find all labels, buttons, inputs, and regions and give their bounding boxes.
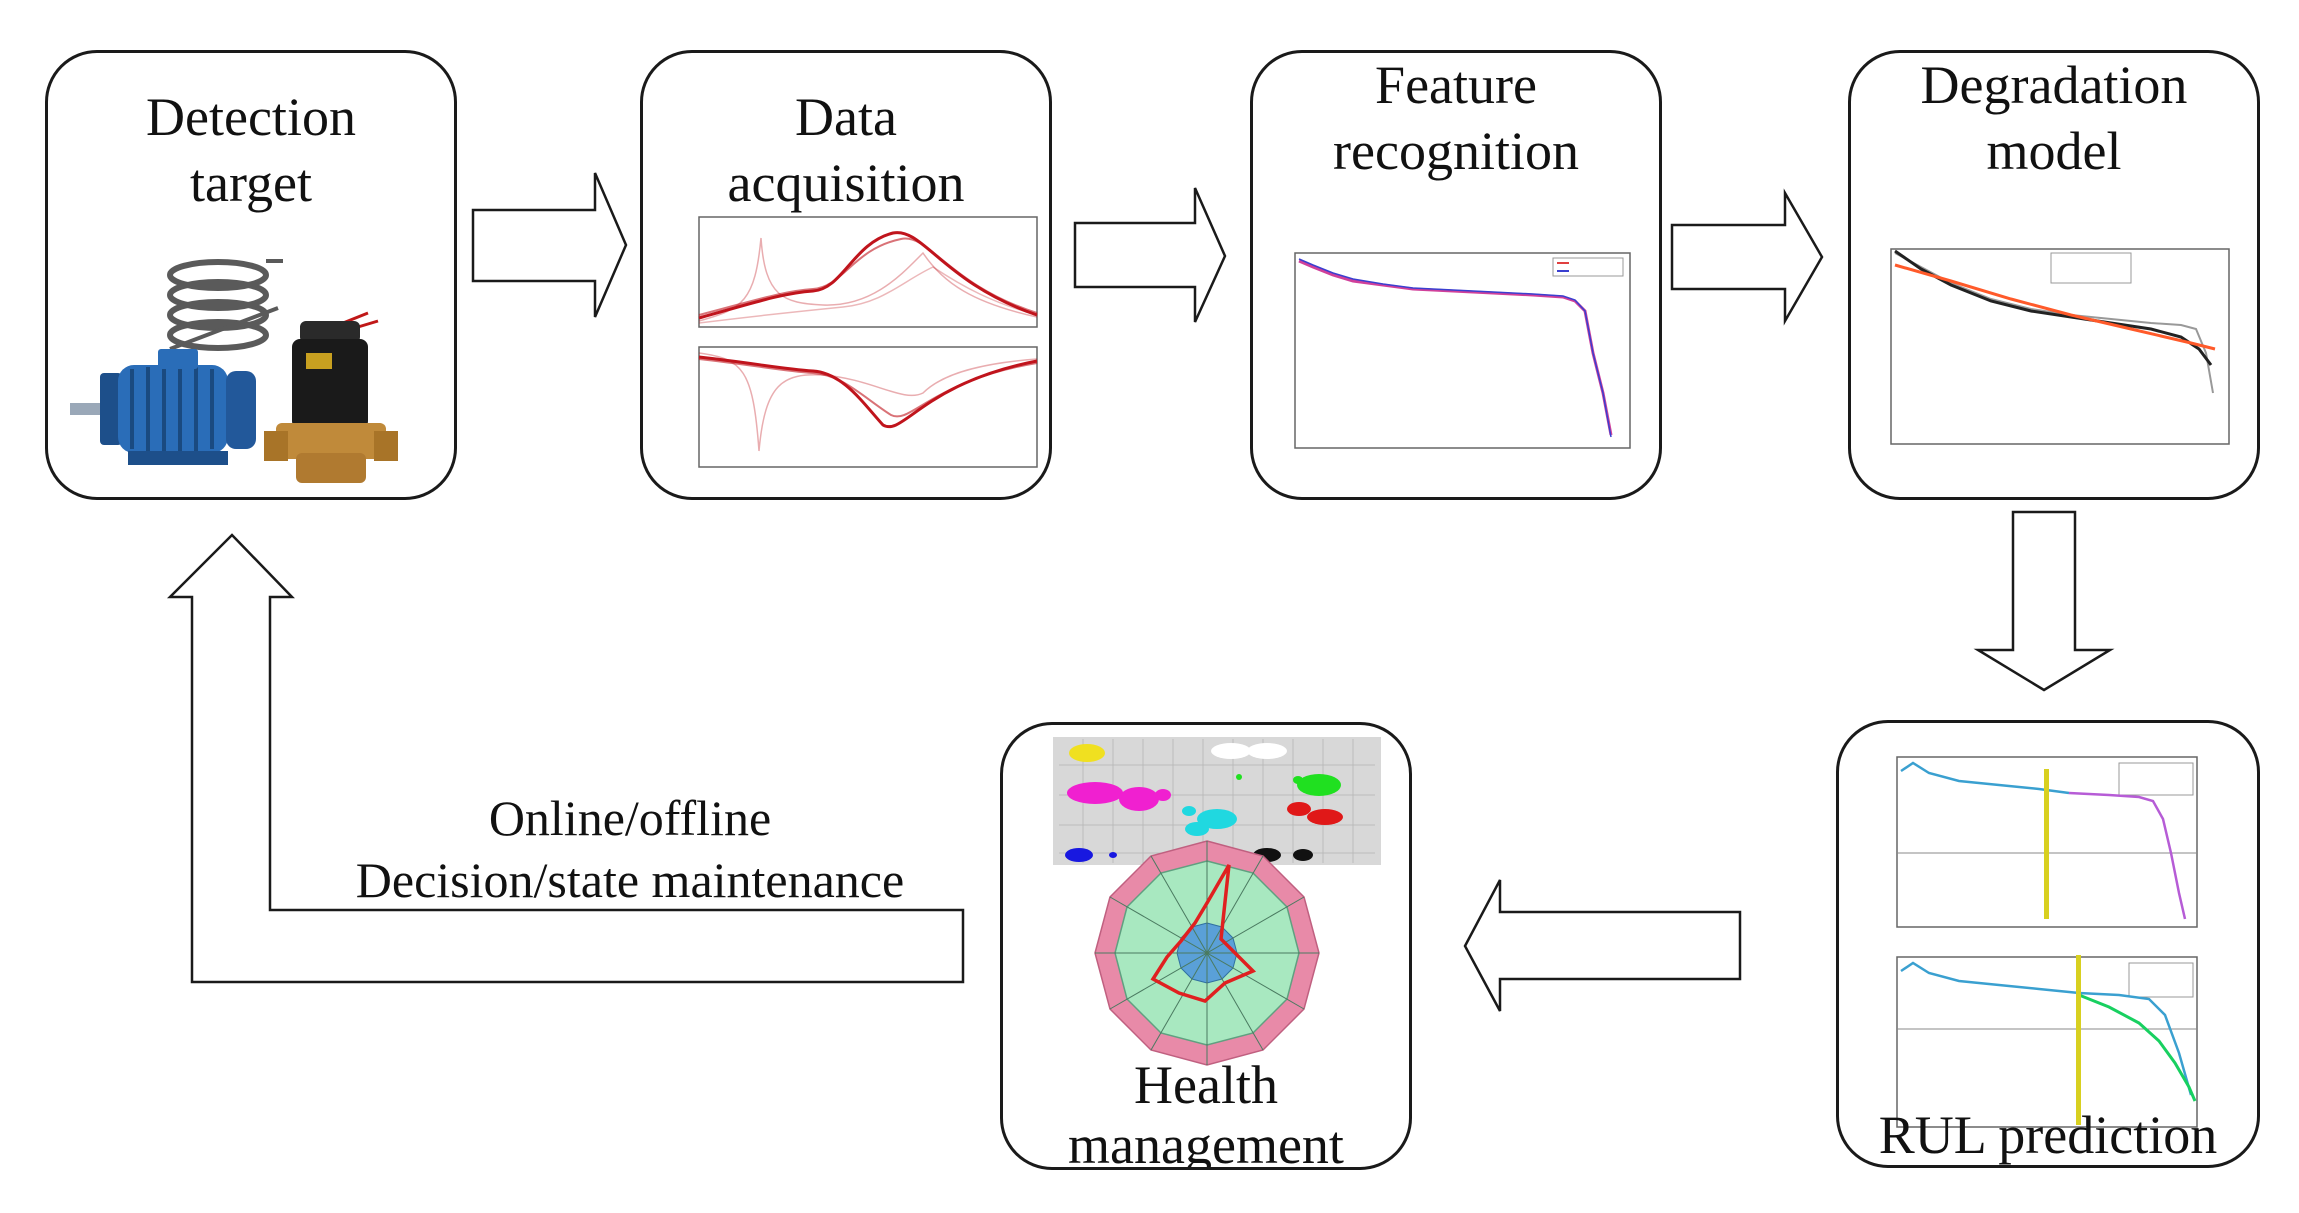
box-title-line1: Health: [1134, 1055, 1278, 1115]
box-title: RUL prediction: [1878, 1105, 2218, 1165]
rul-predicted-curve-top: [2068, 791, 2187, 920]
impedance-curves-lower: [698, 352, 1038, 452]
box-title-line2: recognition: [1333, 121, 1579, 181]
feedback-label-line2: Decision/state maintenance: [355, 852, 905, 908]
arrow-rul-to-health: [1463, 879, 1742, 1012]
rul-health-curve-bottom: [1900, 961, 2193, 1096]
som-map: [1053, 737, 1381, 865]
box-feature-recognition: Feature recognition: [1250, 50, 1662, 500]
plot-axes-top: [1896, 756, 2198, 928]
box-title-line1: Detection: [146, 87, 356, 147]
coil-spring-icon: [167, 259, 283, 351]
box-degradation-model: Degradation model: [1848, 50, 2260, 500]
health-index-denoised: [1298, 258, 1612, 438]
feedback-label-line1: Online/offline: [488, 790, 772, 846]
box-title-line1: Degradation: [1920, 55, 2188, 115]
rul-health-curve-top: [1900, 761, 2070, 795]
rul-prediction-marker-bottom: [2076, 955, 2081, 1125]
health-index-curve: [1298, 259, 1613, 436]
box-title-line1: Data: [795, 87, 897, 147]
box-title-line2: model: [1986, 121, 2122, 181]
plot-axes-top: [698, 216, 1038, 328]
plot-axes: [1890, 248, 2230, 445]
plot-legend-bottom: [2128, 962, 2194, 998]
health-visuals: [1053, 737, 1381, 1066]
box-title-line2: target: [190, 153, 312, 213]
solenoid-valve-icon: [264, 311, 398, 483]
arrow-degradation-to-rul: [1973, 510, 2115, 692]
impedance-curves: [698, 231, 1038, 324]
box-data-acquisition: Data acquisition: [640, 50, 1052, 500]
health-index-plot: [1294, 252, 1631, 449]
plot-axes: [1294, 252, 1631, 449]
degradation-fit-plot: [1890, 248, 2230, 445]
plot-axes-bottom: [1896, 956, 2198, 1128]
arrow-acquisition-to-feature: [1073, 187, 1227, 323]
plot-axes-bottom: [698, 346, 1038, 468]
plot-legend: [1552, 257, 1624, 277]
box-detection-target: Detection target: [45, 50, 457, 500]
radar-status-polygon: [1150, 864, 1257, 1003]
plot-legend-top: [2118, 762, 2194, 796]
equipment-illustration: [70, 259, 398, 483]
degradation-fit-orange: [1894, 263, 2216, 351]
rul-prediction-marker-top: [2044, 769, 2049, 919]
box-title-line2: management: [1068, 1115, 1344, 1170]
arrow-detection-to-acquisition: [471, 172, 628, 318]
box-health-management: Health management: [1000, 722, 1412, 1170]
box-rul-prediction: RUL prediction: [1836, 720, 2260, 1168]
arrow-feedback-loop: [166, 533, 965, 984]
radar-chart: [1094, 840, 1320, 1066]
box-title-line2: acquisition: [727, 153, 965, 213]
impedance-plots: [698, 216, 1038, 468]
box-title-line1: Feature: [1375, 55, 1537, 115]
rul-predicted-curve-bottom: [2078, 993, 2197, 1102]
rul-plots: [1896, 756, 2198, 1128]
electric-motor-icon: [70, 349, 256, 465]
arrow-feature-to-degradation: [1670, 188, 1824, 326]
plot-legend: [2050, 252, 2132, 284]
